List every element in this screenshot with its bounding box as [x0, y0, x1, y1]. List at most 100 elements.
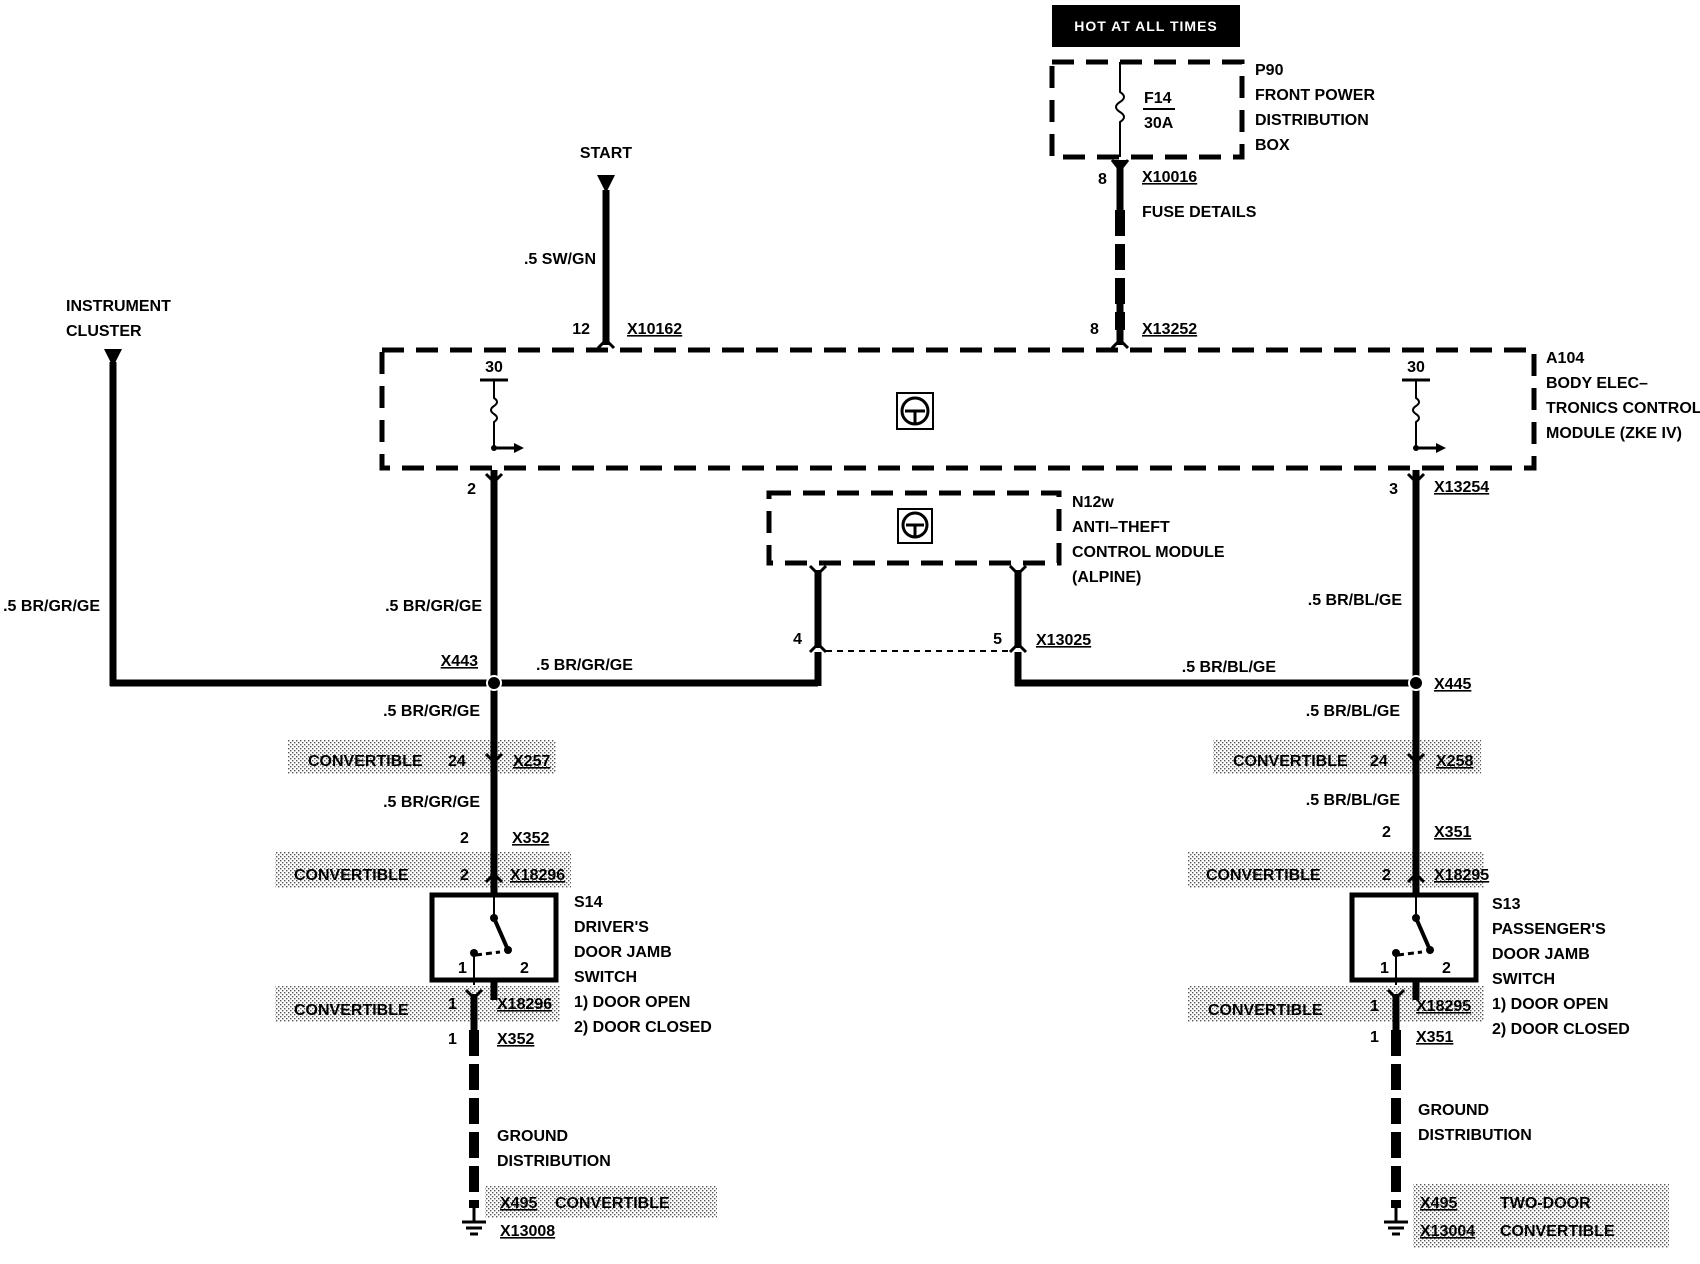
connector-x10162: X10162 — [627, 321, 682, 338]
instrument-cluster-line: INSTRUMENT — [66, 298, 171, 315]
connector-x13252: X13252 — [1142, 321, 1197, 338]
convertible-label: CONVERTIBLE — [294, 867, 409, 884]
driver-wire-to-antitheft: .5 BR/GR/GE — [536, 657, 633, 674]
connector-x351: X351 — [1434, 824, 1471, 841]
shade-x258 — [1213, 740, 1481, 774]
bcm-left-pin: 2 — [467, 481, 476, 498]
switch-pin-1: 1 — [458, 960, 467, 977]
convertible-label: CONVERTIBLE — [1208, 1002, 1323, 1019]
driver-pin-4: 1 — [448, 1031, 457, 1048]
banner-text: HOT AT ALL TIMES — [1074, 18, 1218, 34]
connector-x18295: X18295 — [1416, 998, 1471, 1015]
driver-conv-pin-2: 2 — [460, 867, 469, 884]
driver-door-jamb-switch: 1 2 — [429, 892, 559, 985]
bcm-id: A104 — [1546, 350, 1584, 367]
switch-pin-1: 1 — [1380, 960, 1389, 977]
convertible-label: CONVERTIBLE — [308, 753, 423, 770]
start-label: START — [580, 145, 632, 162]
passenger-wire-mid: .5 BR/BL/GE — [1306, 792, 1401, 809]
connector-x352: X352 — [512, 830, 549, 847]
connector-x13004: X13004 — [1420, 1223, 1475, 1240]
fuse-rating: 30A — [1144, 115, 1174, 132]
connector-x10016: X10016 — [1142, 169, 1197, 186]
passenger-wire-to-antitheft: .5 BR/BL/GE — [1182, 659, 1277, 676]
driver-conv-pin-1: 24 — [448, 753, 466, 770]
convertible-label: CONVERTIBLE — [1206, 867, 1321, 884]
splice-x445-dot — [1408, 675, 1424, 691]
anti-theft-id: N12w — [1072, 494, 1114, 511]
bcm-name-line: TRONICS CONTROL — [1546, 400, 1700, 417]
connector-x18296: X18296 — [497, 996, 552, 1013]
convertible-label: CONVERTIBLE — [1233, 753, 1348, 770]
fuse-id: F14 — [1144, 90, 1172, 107]
fuse-box-pin: 8 — [1098, 171, 1107, 188]
connector-x495: X495 — [1420, 1195, 1457, 1212]
connector-x13008: X13008 — [500, 1223, 555, 1240]
fuse-box-id: P90 — [1255, 62, 1284, 79]
driver-pin-2: 2 — [460, 830, 469, 847]
connector-x13025: X13025 — [1036, 632, 1091, 649]
anti-theft-pin-5: 5 — [993, 631, 1002, 648]
fuse-box-name-line: DISTRIBUTION — [1255, 112, 1369, 129]
driver-wire-mid: .5 BR/GR/GE — [383, 794, 480, 811]
fuse-box-name-line: BOX — [1255, 137, 1290, 154]
splice-x445: X445 — [1434, 676, 1471, 693]
ground-icon — [1384, 1208, 1408, 1236]
fuse-box-name-line: FRONT POWER — [1255, 87, 1375, 104]
body-electronics-control-module: 30 30 A104 BODY ELEC– TRONICS CONTROL MO… — [379, 347, 1700, 471]
convertible-label: CONVERTIBLE — [294, 1002, 409, 1019]
switch-state: 1) DOOR OPEN — [574, 994, 690, 1011]
shade-x18295-top — [1188, 852, 1484, 888]
start-wire-color: .5 SW/GN — [524, 251, 596, 268]
anti-theft-pin-4: 4 — [793, 631, 802, 648]
ground-icon — [462, 1208, 486, 1236]
bcm-right-terminal: 30 — [1407, 359, 1425, 376]
hot-at-all-times-banner: HOT AT ALL TIMES — [1052, 5, 1240, 47]
anti-theft-control-module: N12w ANTI–THEFT CONTROL MODULE (ALPINE) — [766, 490, 1225, 586]
shade-x18295-bottom — [1188, 986, 1484, 1022]
switch-state: 2) DOOR CLOSED — [1492, 1021, 1630, 1038]
shade-x495-right — [1413, 1184, 1669, 1248]
switch-name-line: SWITCH — [1492, 971, 1555, 988]
passenger-conv-pin-3: 1 — [1370, 998, 1379, 1015]
ground-note: CONVERTIBLE — [555, 1195, 670, 1212]
shade-x257 — [288, 740, 556, 774]
connector-x13254: X13254 — [1434, 479, 1489, 496]
driver-side-circuit: .5 BR/GR/GE X443 .5 BR/GR/GE .5 BR/GR/GE… — [294, 598, 712, 1240]
ground-note-line: TWO-DOOR — [1500, 1195, 1591, 1212]
start-pin: 12 — [572, 321, 590, 338]
passenger-pin-2: 2 — [1382, 824, 1391, 841]
shade-x18296-bottom — [275, 986, 560, 1022]
fuse-box-p90: F14 30A P90 FRONT POWER DISTRIBUTION BOX — [1049, 59, 1375, 160]
connector-x352: X352 — [497, 1031, 534, 1048]
bcm-left-terminal: 30 — [485, 359, 503, 376]
switch-pin-2: 2 — [1442, 960, 1451, 977]
splice-x443-dot — [486, 675, 502, 691]
bcm-left-internal-circuit: 30 — [480, 359, 524, 453]
connector-x18296: X18296 — [510, 867, 565, 884]
fuse-details-label[interactable]: FUSE DETAILS — [1142, 204, 1257, 221]
ground-label-line: GROUND — [1418, 1102, 1489, 1119]
connector-x258: X258 — [1436, 753, 1473, 770]
switch-id: S14 — [574, 894, 603, 911]
bcm-feed-pin: 8 — [1090, 321, 1099, 338]
ground-label-line: DISTRIBUTION — [497, 1153, 611, 1170]
passenger-wire-below-splice: .5 BR/BL/GE — [1306, 703, 1401, 720]
bcm-name-line: MODULE (ZKE IV) — [1546, 425, 1682, 442]
switch-pin-2: 2 — [520, 960, 529, 977]
instrument-cluster-wire: .5 BR/GR/GE — [3, 598, 100, 615]
switch-name-line: DOOR JAMB — [1492, 946, 1590, 963]
anti-theft-name-line: ANTI–THEFT — [1072, 519, 1170, 536]
switch-name-line: DOOR JAMB — [574, 944, 672, 961]
anti-theft-name-line: (ALPINE) — [1072, 569, 1141, 586]
passenger-wire-upper: .5 BR/BL/GE — [1308, 592, 1403, 609]
switch-name-line: DRIVER'S — [574, 919, 649, 936]
switch-name-line: SWITCH — [574, 969, 637, 986]
switch-state: 2) DOOR CLOSED — [574, 1019, 712, 1036]
bcm-name-line: BODY ELEC– — [1546, 375, 1648, 392]
bcm-right-pin: 3 — [1389, 481, 1398, 498]
connector-x351: X351 — [1416, 1029, 1453, 1046]
convertible-shading — [275, 740, 1669, 1248]
fuse-icon — [1115, 62, 1125, 157]
